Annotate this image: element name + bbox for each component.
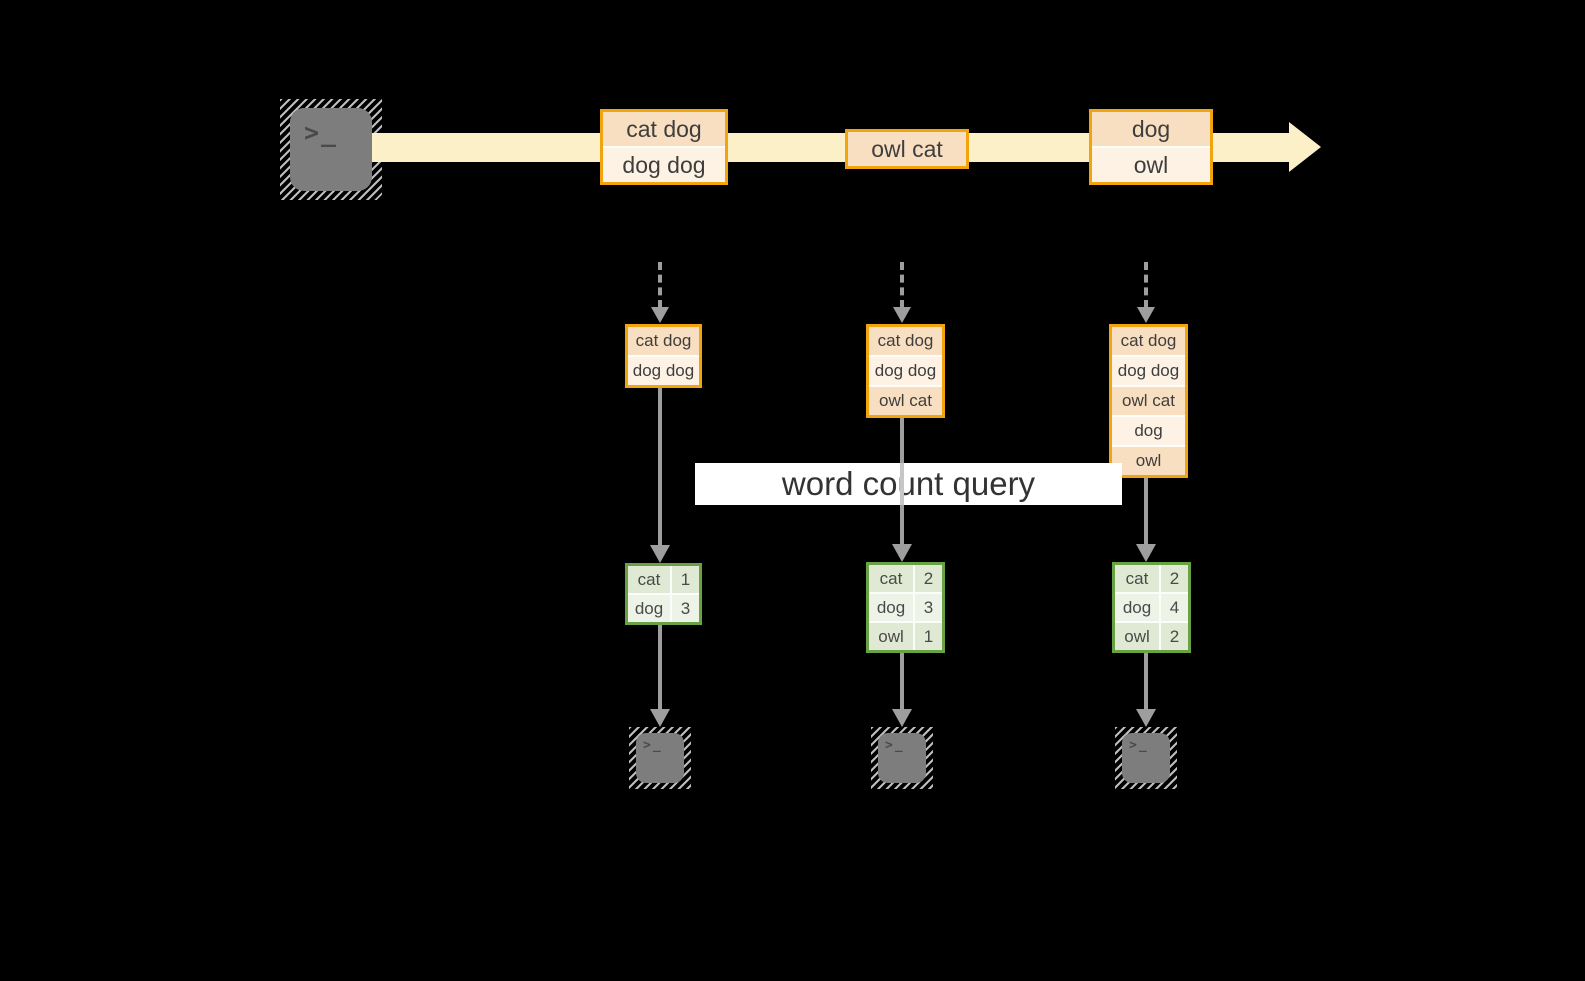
word-count-table-2: cat 2 dog 3 owl 1 [866, 562, 945, 653]
word-cell: dog [869, 594, 915, 621]
stream-record: owl [1092, 146, 1210, 182]
query-label: word count query [695, 463, 1122, 505]
buffer-row: cat dog [628, 327, 699, 355]
count-cell: 4 [1169, 598, 1180, 617]
terminal-prompt-glyph: >_ [643, 738, 663, 753]
sink-arrowhead-icon [1136, 709, 1156, 727]
terminal-prompt-glyph: >_ [885, 738, 905, 753]
stream-record: cat dog [603, 112, 725, 146]
buffer-row: dog dog [628, 355, 699, 385]
terminal-sink-body: >_ [878, 733, 926, 783]
word-cell: cat [628, 566, 672, 593]
stream-arrowhead-icon [1289, 122, 1321, 172]
terminal-sink-icon: >_ [1115, 727, 1177, 789]
dashed-arrowhead-icon [651, 307, 669, 323]
connector-arrowhead-icon [1136, 544, 1156, 562]
count-cell: 2 [1169, 569, 1180, 588]
buffer-row: dog dog [869, 355, 942, 385]
dashed-arrow [658, 262, 662, 308]
dashed-arrow [1144, 262, 1148, 308]
terminal-source-icon: >_ [280, 99, 382, 200]
stream-batch-3: dog owl [1089, 109, 1213, 185]
count-cell: 3 [923, 598, 934, 617]
input-buffer-stack-2: cat dog dog dog owl cat [866, 324, 945, 418]
table-row: owl 1 [869, 621, 942, 650]
sink-arrowhead-icon [892, 709, 912, 727]
arrow-to-sink [900, 653, 904, 709]
terminal-prompt-glyph: >_ [304, 118, 339, 147]
stream-batch-2: owl cat [845, 129, 969, 169]
buffer-row: owl [1112, 445, 1185, 475]
count-cell: 1 [923, 627, 934, 646]
stream-record: dog [1092, 112, 1210, 146]
word-cell: owl [1115, 623, 1161, 650]
buffer-row: dog dog [1112, 355, 1185, 385]
table-row: dog 3 [869, 592, 942, 621]
terminal-source-body: >_ [290, 108, 372, 191]
buffer-row: cat dog [1112, 327, 1185, 355]
buffer-row: dog [1112, 415, 1185, 445]
word-count-table-1: cat 1 dog 3 [625, 563, 702, 625]
buffer-row: cat dog [869, 327, 942, 355]
word-cell: owl [869, 623, 915, 650]
table-row: cat 2 [1115, 565, 1188, 592]
table-row: owl 2 [1115, 621, 1188, 650]
table-row: dog 3 [628, 593, 699, 622]
dashed-arrowhead-icon [893, 307, 911, 323]
word-cell: cat [1115, 565, 1161, 592]
table-row: dog 4 [1115, 592, 1188, 621]
terminal-prompt-glyph: >_ [1129, 738, 1149, 753]
count-cell: 1 [680, 570, 691, 589]
connector-through-label [900, 463, 904, 505]
word-cell: dog [628, 595, 672, 622]
buffer-row: owl cat [1112, 385, 1185, 415]
dashed-arrow [900, 262, 904, 308]
word-count-table-3: cat 2 dog 4 owl 2 [1112, 562, 1191, 653]
terminal-sink-icon: >_ [629, 727, 691, 789]
terminal-sink-body: >_ [636, 733, 684, 783]
terminal-sink-icon: >_ [871, 727, 933, 789]
count-cell: 2 [1169, 627, 1180, 646]
arrow-to-sink [1144, 653, 1148, 709]
dashed-arrowhead-icon [1137, 307, 1155, 323]
table-row: cat 2 [869, 565, 942, 592]
input-buffer-stack-1: cat dog dog dog [625, 324, 702, 388]
connector-arrowhead-icon [650, 545, 670, 563]
stream-batch-1: cat dog dog dog [600, 109, 728, 185]
connector-arrowhead-icon [892, 544, 912, 562]
terminal-sink-body: >_ [1122, 733, 1170, 783]
stream-record: owl cat [848, 132, 966, 166]
buffer-row: owl cat [869, 385, 942, 415]
table-row: cat 1 [628, 566, 699, 593]
word-cell: dog [1115, 594, 1161, 621]
sink-arrowhead-icon [650, 709, 670, 727]
connector-arrow [658, 388, 662, 545]
input-buffer-stack-3: cat dog dog dog owl cat dog owl [1109, 324, 1188, 478]
count-cell: 2 [923, 569, 934, 588]
count-cell: 3 [680, 599, 691, 618]
word-cell: cat [869, 565, 915, 592]
arrow-to-sink [658, 625, 662, 709]
stream-record: dog dog [603, 146, 725, 182]
connector-arrow [1144, 478, 1148, 544]
